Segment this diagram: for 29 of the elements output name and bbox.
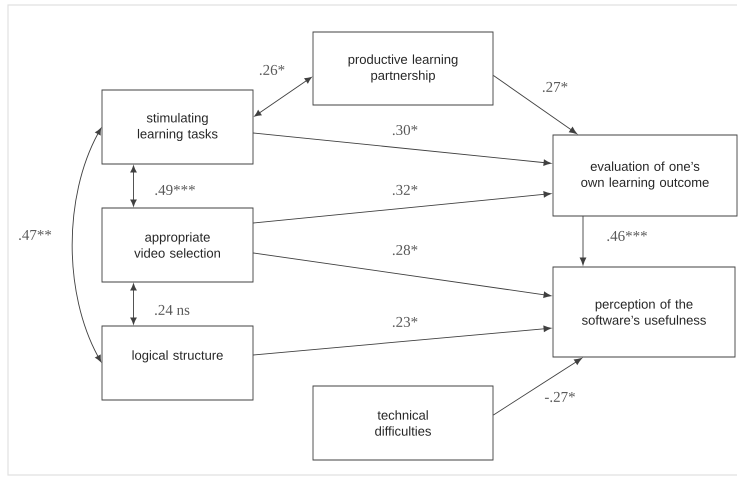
- box: productive learning partnership: [312, 32, 494, 106]
- edge-label: .27*: [540, 80, 570, 94]
- box: perception of the software’s usefulness: [552, 266, 736, 358]
- edge-label: .49***: [153, 184, 197, 196]
- edge-label: .23*: [390, 316, 420, 328]
- arrow: [253, 326, 552, 356]
- arrow: [580, 216, 586, 266]
- edge-label: .24 ns: [153, 304, 191, 316]
- arrow: [253, 252, 552, 298]
- edge-label: .47**: [17, 228, 53, 242]
- arrow: [254, 76, 312, 117]
- box: technical difficulties: [312, 386, 494, 460]
- arrow: [493, 75, 577, 134]
- arrow: [130, 166, 137, 206]
- box: logical structure: [102, 326, 254, 400]
- edge-label: .28*: [390, 244, 420, 256]
- arrow: [253, 191, 552, 224]
- arrow: [253, 132, 552, 166]
- edge-label: .32*: [390, 184, 420, 196]
- box: evaluation of one’s own learning outcome: [552, 134, 738, 216]
- arrow: [493, 358, 582, 416]
- box: appropriate video selection: [102, 208, 254, 282]
- box: stimulating learning tasks: [102, 90, 254, 164]
- edge-label: -.27*: [543, 390, 577, 404]
- edge-label: .46***: [605, 230, 649, 242]
- arrow: [130, 284, 137, 324]
- edge-label: .26*: [258, 64, 286, 76]
- arrow: [72, 128, 102, 362]
- edge-label: .30*: [390, 124, 420, 136]
